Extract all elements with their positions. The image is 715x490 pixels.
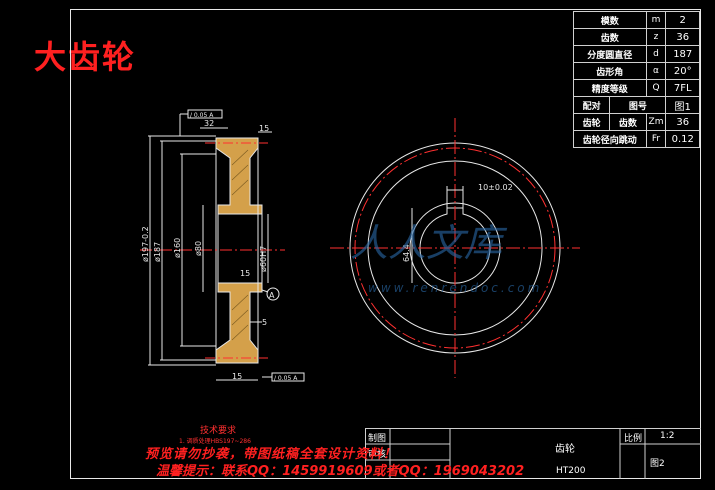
gear-section-view bbox=[140, 109, 305, 382]
tolerance-bottom-label: / 0.05 A bbox=[274, 375, 298, 382]
dim-d160-label: ø160 bbox=[173, 238, 182, 258]
tb-material: HT200 bbox=[556, 466, 586, 476]
gear-section-upper bbox=[215, 137, 263, 215]
tech-requirements-title: 技术要求 bbox=[200, 426, 237, 436]
bore-with-keyway bbox=[419, 207, 491, 284]
dim-d60-label: ø60H7 bbox=[259, 246, 268, 272]
dim-d187-label: ø187 bbox=[153, 242, 162, 262]
tb-scale-label: 比例 bbox=[624, 434, 643, 444]
watermark-url: www.renrendoc.com bbox=[368, 281, 542, 295]
dim-w15-bottom-label: 15 bbox=[232, 372, 242, 381]
tb-part-name: 齿轮 bbox=[555, 444, 575, 455]
datum-label: A bbox=[269, 291, 275, 300]
tb-figure-number: 图2 bbox=[650, 459, 665, 469]
runout-value: 0.12 bbox=[665, 130, 700, 148]
title-block-lines bbox=[365, 428, 701, 479]
tolerance-top-label: / 0.05 A bbox=[190, 112, 214, 119]
mating-row: 配对图号图1 bbox=[572, 96, 700, 114]
watermark: 人人文库 www.renrendoc.com bbox=[350, 221, 542, 295]
dim-w15-mid-label: 15 bbox=[240, 269, 250, 278]
runout-symbol: Fr bbox=[645, 130, 667, 148]
section-hatching bbox=[231, 149, 249, 341]
tb-drawn-label: 制图 bbox=[368, 434, 387, 444]
keydepth-label: 64.4 bbox=[402, 244, 411, 262]
section-dim-labels: ø197-0.2 ø187 ø160 ø80 ø60H7 15 32 15 5 … bbox=[141, 112, 298, 382]
dim-w32-label: 32 bbox=[204, 119, 214, 128]
dim-w15-top-label: 15 bbox=[259, 124, 269, 133]
dim-d197-label: ø197-0.2 bbox=[141, 226, 150, 262]
gear-front-view bbox=[330, 118, 580, 378]
datum-circle bbox=[266, 287, 280, 301]
param-symbol: α bbox=[645, 62, 667, 80]
front-dim-labels: 10±0.02 64.4 bbox=[402, 183, 513, 262]
drawing-title: 大齿轮 bbox=[34, 38, 137, 76]
param-symbol: z bbox=[645, 28, 667, 46]
warning-line-2: 温馨提示：联系QQ：1459919609或者QQ：1969043202 bbox=[156, 464, 525, 479]
dim-d80-label: ø80 bbox=[194, 241, 203, 256]
tb-checked-label: 审核 bbox=[368, 450, 387, 460]
keyway-label: 10±0.02 bbox=[478, 183, 513, 192]
watermark-text: 人人文库 bbox=[350, 221, 508, 265]
warning-line-1: 预览请勿抄袭，带图纸稿全套设计资料！ bbox=[145, 447, 398, 462]
tb-scale-value: 1:2 bbox=[660, 431, 675, 441]
title-block bbox=[365, 428, 701, 479]
gear-section-lower bbox=[215, 282, 263, 364]
dim-w5-label: 5 bbox=[262, 318, 267, 327]
tech-requirements-line: 1. 调质处理HBS197~286 bbox=[179, 438, 251, 445]
drawing-frame bbox=[70, 9, 701, 479]
mating-group-label: 配对 bbox=[572, 96, 611, 114]
param-value: 187 bbox=[665, 45, 700, 63]
